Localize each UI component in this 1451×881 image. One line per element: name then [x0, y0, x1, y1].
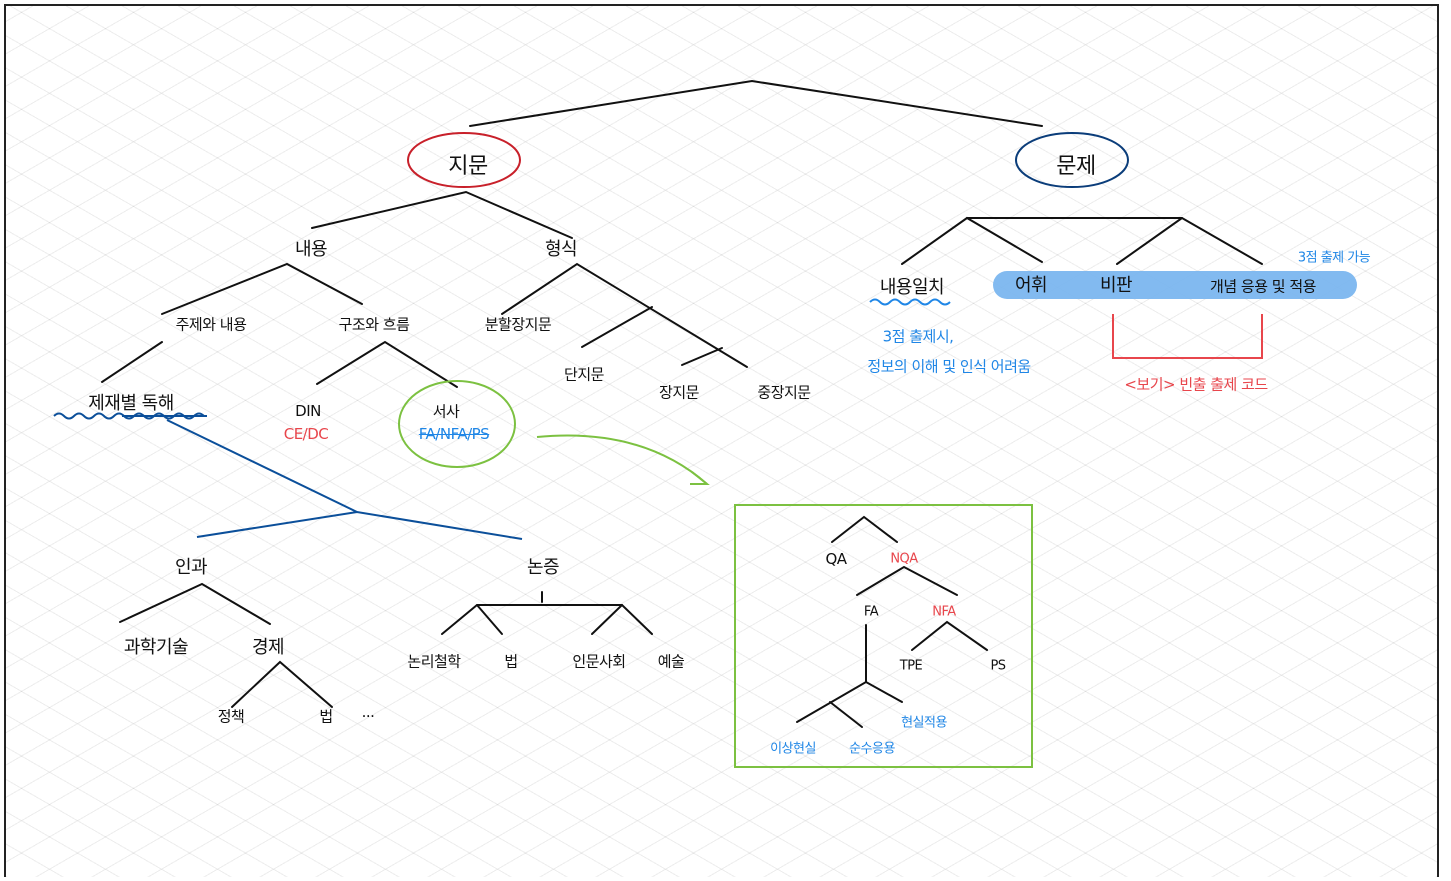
green-arrowhead — [690, 471, 710, 485]
note-3set: 3점 출제 가능 — [1297, 250, 1371, 266]
label-logic-philosophy: 논리철학 — [407, 652, 461, 671]
narrative-circle — [398, 380, 516, 468]
label-law-sub: 법 — [319, 707, 333, 726]
label-content: 내용 — [294, 239, 328, 260]
edge-format-long — [681, 347, 723, 366]
label-narrative-sub: FA/NFA/PS — [418, 425, 490, 443]
label-long: 장지문 — [659, 383, 699, 402]
edge-structure — [316, 340, 458, 388]
wavy-underline-match — [869, 298, 951, 306]
edge-nonjeung — [441, 604, 653, 635]
label-policy: 정책 — [217, 707, 245, 726]
edge-format-short — [581, 306, 653, 348]
label-short: 단지문 — [564, 365, 604, 384]
edge-jimun-content-format — [311, 190, 573, 239]
label-critique: 비판 — [1099, 275, 1133, 296]
inset-ideal-real: 이상현실 — [770, 741, 816, 757]
label-argument: 논증 — [526, 557, 560, 578]
label-art: 예술 — [657, 652, 685, 671]
wavy-underline-topic — [53, 412, 205, 420]
highlight-bar — [993, 271, 1357, 299]
label-medium-long: 중장지문 — [757, 383, 811, 402]
inset-fa: FA — [863, 604, 879, 620]
edge-ingwa — [119, 582, 271, 625]
root-right-label: 문제 — [1056, 154, 1096, 179]
edge-inset-branch — [796, 680, 903, 723]
label-content-match: 내용일치 — [879, 277, 945, 298]
root-left-circle — [407, 132, 521, 188]
label-structure: 구조와 흐름 — [338, 315, 410, 334]
label-din-sub: CE/DC — [283, 425, 329, 443]
label-theme: 주제와 내용 — [175, 315, 247, 334]
label-split-passage: 분할장지문 — [484, 315, 552, 334]
edge-nonjeung3 — [591, 604, 623, 635]
edge-inset-nqa — [856, 565, 958, 596]
edge-inset-branch2 — [829, 701, 863, 728]
label-vocab: 어휘 — [1014, 275, 1048, 296]
edge-content — [161, 262, 363, 315]
edge-inset-nfa — [911, 620, 988, 651]
edge-format — [501, 262, 748, 368]
root-left-label: 지문 — [448, 154, 488, 179]
canvas-frame: 지문 문제 내용 형식 주제와 내용 구조와 흐름 제재별 독해 DIN CE/… — [4, 4, 1439, 877]
inset-nfa: NFA — [932, 604, 956, 620]
edge-subject-split — [196, 510, 523, 540]
red-bracket — [1112, 314, 1263, 359]
edge-top — [469, 79, 1043, 127]
label-law: 법 — [504, 652, 518, 671]
edge-inset-top — [831, 515, 898, 543]
edge-topic-subject — [166, 419, 358, 513]
label-din: DIN — [295, 402, 321, 420]
edge-nonjeung2 — [476, 604, 503, 635]
inset-qa: QA — [825, 550, 847, 568]
note-example: <보기> 빈출 출제 코드 — [1124, 375, 1268, 394]
label-ingwa: 인과 — [174, 557, 208, 578]
inset-pure-applied: 순수응용 — [849, 741, 895, 757]
root-right-circle — [1015, 132, 1129, 188]
edge-economy — [231, 660, 333, 708]
tree-diagram — [53, 79, 1263, 768]
label-humanities-society: 인문사회 — [572, 652, 626, 671]
note-content-1: 3점 출제시, — [882, 327, 954, 346]
label-concept: 개념 응용 및 적용 — [1210, 277, 1316, 296]
edge-munje3 — [1116, 217, 1183, 265]
inset-tpe: TPE — [899, 658, 923, 674]
label-science-tech: 과학기술 — [123, 637, 189, 658]
inset-box — [734, 504, 1033, 768]
edge-munje — [901, 216, 1043, 265]
inset-nqa: NQA — [890, 551, 918, 567]
label-topic-reading: 제재별 독해 — [88, 393, 174, 414]
inset-reality-practice: 현실적용 — [901, 715, 947, 731]
inset-ps: PS — [990, 658, 1006, 674]
edge-munje2 — [966, 217, 1263, 265]
label-format: 형식 — [544, 239, 578, 260]
label-narrative: 서사 — [432, 402, 460, 421]
label-economy: 경제 — [251, 637, 285, 658]
label-ellipsis: ... — [361, 703, 375, 721]
note-content-2: 정보의 이해 및 인식 어려움 — [867, 357, 1031, 376]
edge-theme-topic — [101, 341, 163, 383]
green-arrow — [536, 434, 708, 485]
